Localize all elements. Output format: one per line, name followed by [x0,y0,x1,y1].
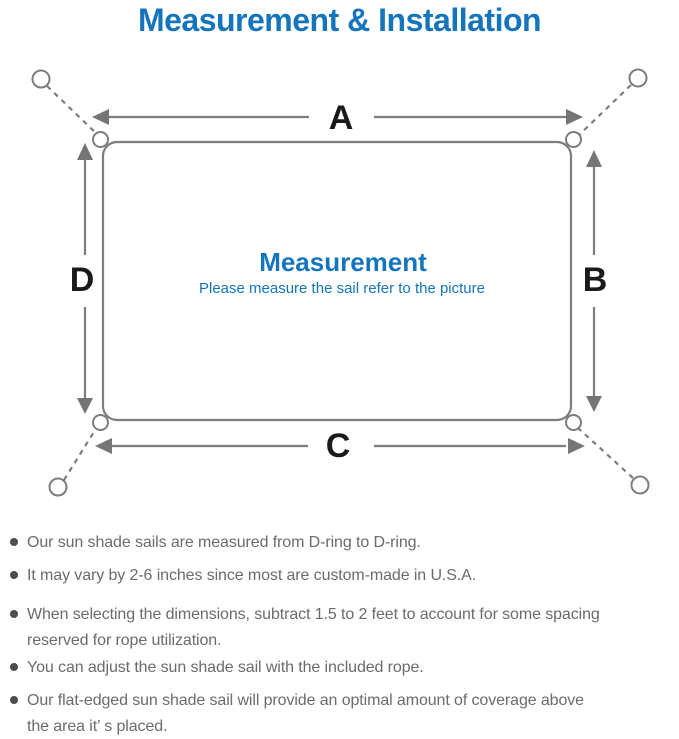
note-vary-inches: It may vary by 2-6 inches since most are… [10,563,672,589]
note-text: When selecting the dimensions, subtract … [27,606,600,649]
note-text: Our sun shade sails are measured from D-… [27,534,421,551]
dimension-label-c: C [326,427,351,465]
d-ring-bottom-right [565,414,582,431]
dimension-label-a: A [329,99,354,137]
arrowhead-a-left [92,109,109,125]
anchor-point-bottom-right [630,475,650,495]
note-text: It may vary by 2-6 inches since most are… [27,567,477,584]
rope-line-top-left [46,85,100,137]
arrowhead-d-down [77,398,93,414]
bullet-icon [10,538,18,546]
d-ring-top-right [565,131,582,148]
arrowhead-b-up [586,150,602,167]
sail-outline [101,140,573,422]
note-subtract-feet: When selecting the dimensions, subtract … [10,602,672,654]
bullet-icon [10,663,18,671]
rope-line-top-right [577,84,632,137]
bullet-icon [10,571,18,579]
anchor-point-top-left [31,69,51,89]
d-ring-top-left [92,131,109,148]
arrowhead-b-down [586,396,602,412]
note-text: Our flat-edged sun shade sail will provi… [27,692,584,735]
measurement-diagram: A B C D Measurement Please measure the s… [31,68,650,497]
rope-line-bottom-right [577,427,634,479]
dimension-label-b: B [583,261,608,299]
d-ring-bottom-left [92,414,109,431]
note-measured-d-ring: Our sun shade sails are measured from D-… [10,530,672,556]
rope-line-bottom-left [63,426,98,481]
arrowhead-c-left [95,438,112,454]
arrowhead-d-up [77,143,93,160]
bullet-icon [10,696,18,704]
note-text: You can adjust the sun shade sail with t… [27,659,424,676]
arrowhead-c-right [568,438,585,454]
dimension-label-d: D [70,261,95,299]
bullet-icon [10,610,18,618]
page-title: Measurement & Installation [137,2,542,38]
diagram-center-subtitle: Please measure the sail refer to the pic… [199,280,485,297]
anchor-point-bottom-left [48,477,68,497]
anchor-point-top-right [628,68,648,88]
arrowhead-a-right [566,109,583,125]
diagram-center-title: Measurement [259,247,427,277]
note-flat-edged-coverage: Our flat-edged sun shade sail will provi… [10,688,672,739]
note-adjust-rope: You can adjust the sun shade sail with t… [10,655,672,681]
